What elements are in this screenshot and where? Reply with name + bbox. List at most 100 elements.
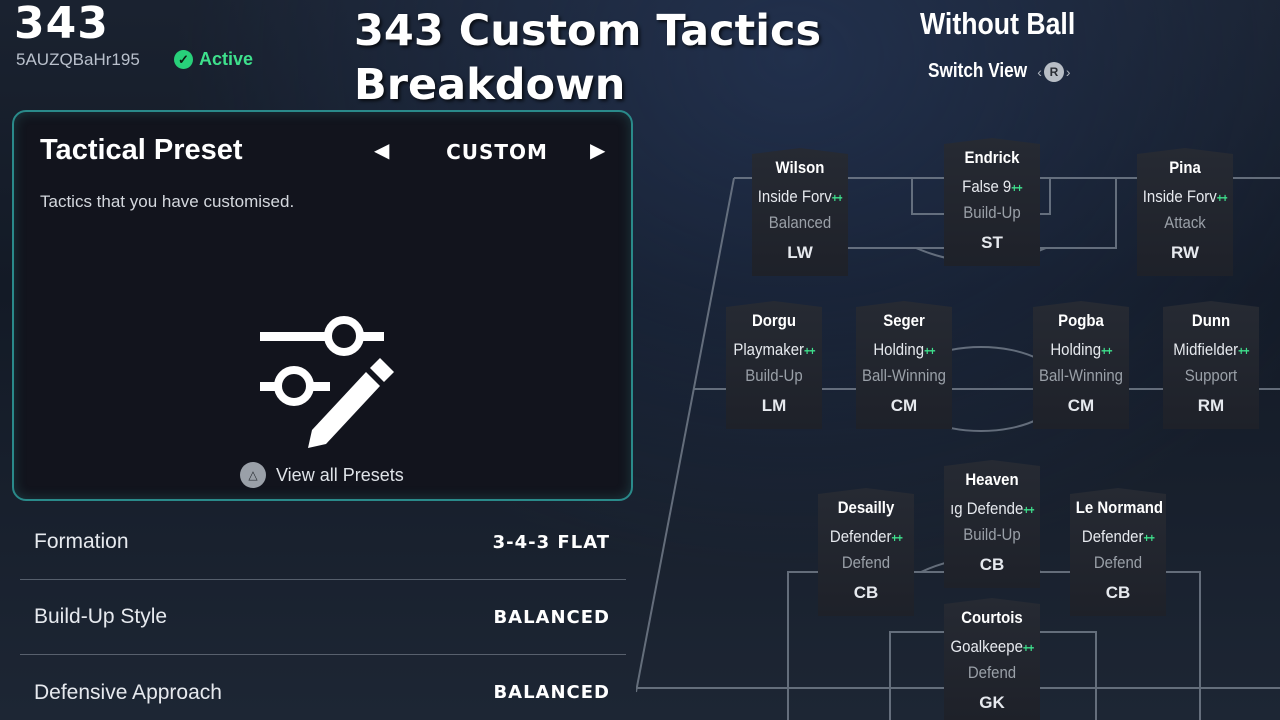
preset-title: Tactical Preset	[40, 134, 243, 166]
player-position: LM	[761, 396, 787, 415]
player-name: Dunn	[1191, 311, 1231, 330]
check-icon: ✓	[174, 50, 193, 69]
setting-value: BALANCED	[493, 606, 610, 628]
role-plus-icon: ++	[1238, 344, 1249, 358]
tactic-share-code: 5AUZQBaHr195	[16, 50, 140, 69]
preset-value: CUSTOM	[446, 140, 548, 164]
player-role: Defender++	[829, 527, 903, 546]
role-plus-icon: ++	[1023, 503, 1034, 517]
role-plus-icon: ++	[1143, 531, 1155, 545]
player-card-rw[interactable]: Pina Inside Forv++ Attack RW	[1137, 148, 1233, 276]
player-focus: Balanced	[768, 213, 832, 232]
role-plus-icon: ++	[1022, 641, 1034, 655]
player-focus: Attack	[1164, 213, 1206, 232]
player-name: Pina	[1169, 158, 1201, 177]
player-focus: Build-Up	[745, 366, 803, 385]
player-position: CM	[1067, 396, 1095, 415]
preset-description: Tactics that you have customised.	[40, 192, 295, 211]
player-focus: Defend	[967, 663, 1017, 682]
player-name: Wilson	[775, 158, 825, 177]
view-all-presets-button[interactable]: △ View all Presets	[240, 462, 404, 488]
chevron-left-icon: ‹	[1037, 63, 1042, 80]
player-role: False 9++	[962, 177, 1023, 196]
player-name: Dorgu	[751, 311, 797, 330]
player-position: CM	[890, 396, 918, 415]
player-role: Holding++	[1050, 340, 1112, 359]
player-role: Goalkeepe++	[950, 637, 1035, 656]
player-card-rm[interactable]: Dunn Midfielder++ Support RM	[1163, 301, 1259, 429]
setting-label: Formation	[34, 530, 129, 553]
player-focus: Defend	[841, 553, 891, 572]
player-position: LW	[787, 243, 813, 262]
tactic-name: 343	[14, 0, 109, 49]
headline-line-2: Breakdown	[354, 60, 626, 110]
player-position: GK	[979, 693, 1005, 712]
setting-value: BALANCED	[493, 682, 610, 703]
tactical-preset-card[interactable]: Tactical Preset ◀ CUSTOM ▶ Tactics that …	[12, 110, 633, 501]
player-role: Inside Forv++	[757, 187, 843, 206]
setting-value: 3-4-3 FLAT	[492, 531, 610, 553]
triangle-button-icon: △	[240, 462, 266, 488]
player-focus: Ball-Winning	[862, 366, 946, 385]
player-position: CB	[979, 555, 1005, 574]
r-button-icon: ‹ R ›	[1037, 61, 1071, 82]
sliders-edit-icon	[260, 316, 394, 448]
player-card-lcb[interactable]: Desailly Defender++ Defend CB	[818, 488, 914, 616]
player-name: Endrick	[964, 148, 1020, 167]
player-card-lcm[interactable]: Seger Holding++ Ball-Winning CM	[856, 301, 952, 429]
setting-label: Build-Up Style	[34, 605, 168, 628]
player-position: CB	[1105, 583, 1131, 602]
player-position: ST	[981, 233, 1003, 252]
role-plus-icon: ++	[831, 191, 843, 205]
player-focus: Defend	[1093, 553, 1143, 572]
player-role: ıg Defende++	[950, 499, 1034, 518]
view-title: Without Ball	[920, 6, 1076, 41]
active-label: Active	[199, 49, 254, 69]
player-name: Heaven	[965, 470, 1019, 489]
player-name: Seger	[883, 311, 925, 330]
player-position: CB	[853, 583, 879, 602]
preset-next-arrow-icon[interactable]: ▶	[590, 140, 606, 162]
player-card-lm[interactable]: Dorgu Playmaker++ Build-Up LM	[726, 301, 822, 429]
setting-row-build-up-style[interactable]: Build-Up Style BALANCED	[20, 580, 626, 655]
role-plus-icon: ++	[924, 344, 935, 358]
role-plus-icon: ++	[1216, 191, 1228, 205]
player-card-rcm[interactable]: Pogba Holding++ Ball-Winning CM	[1033, 301, 1129, 429]
player-focus: Build-Up	[963, 525, 1021, 544]
setting-row-formation[interactable]: Formation 3-4-3 FLAT	[20, 505, 626, 580]
player-role: Midfielder++	[1173, 340, 1249, 359]
player-focus: Support	[1184, 366, 1238, 385]
player-name: Courtois	[961, 608, 1023, 627]
switch-view-control[interactable]: Switch View ‹ R ›	[928, 60, 1071, 83]
role-plus-icon: ++	[891, 531, 903, 545]
setting-row-defensive-approach[interactable]: Defensive Approach BALANCED	[20, 655, 626, 720]
chevron-right-icon: ›	[1065, 63, 1071, 80]
player-card-lw[interactable]: Wilson Inside Forv++ Balanced LW	[752, 148, 848, 276]
video-headline: 343 Custom Tactics Breakdown	[354, 4, 821, 112]
player-role: Holding++	[873, 340, 935, 359]
player-name: Le Normand	[1075, 498, 1164, 517]
player-card-rcb[interactable]: Le Normand Defender++ Defend CB	[1070, 488, 1166, 616]
tactic-settings-list: Formation 3-4-3 FLAT Build-Up Style BALA…	[20, 505, 626, 720]
player-focus: Build-Up	[963, 203, 1021, 222]
switch-view-label: Switch View	[928, 60, 1028, 82]
player-role: Inside Forv++	[1142, 187, 1228, 206]
player-role: Playmaker++	[733, 340, 815, 359]
player-position: RW	[1170, 243, 1199, 262]
role-plus-icon: ++	[804, 344, 815, 358]
player-card-gk[interactable]: Courtois Goalkeepe++ Defend GK	[944, 598, 1040, 720]
role-plus-icon: ++	[1101, 344, 1112, 358]
headline-line-1: 343 Custom Tactics	[354, 6, 822, 56]
player-name: Desailly	[837, 498, 895, 517]
preset-prev-arrow-icon[interactable]: ◀	[374, 140, 390, 162]
setting-label: Defensive Approach	[34, 680, 222, 704]
active-status: ✓ Active	[174, 49, 253, 70]
player-position: RM	[1197, 396, 1225, 415]
player-name: Pogba	[1058, 311, 1104, 330]
player-focus: Ball-Winning	[1039, 366, 1123, 385]
role-plus-icon: ++	[1011, 181, 1022, 195]
player-card-cb[interactable]: Heaven ıg Defende++ Build-Up CB	[944, 460, 1040, 588]
player-card-st[interactable]: Endrick False 9++ Build-Up ST	[944, 138, 1040, 266]
view-all-presets-label: View all Presets	[276, 464, 404, 485]
player-role: Defender++	[1081, 527, 1155, 546]
